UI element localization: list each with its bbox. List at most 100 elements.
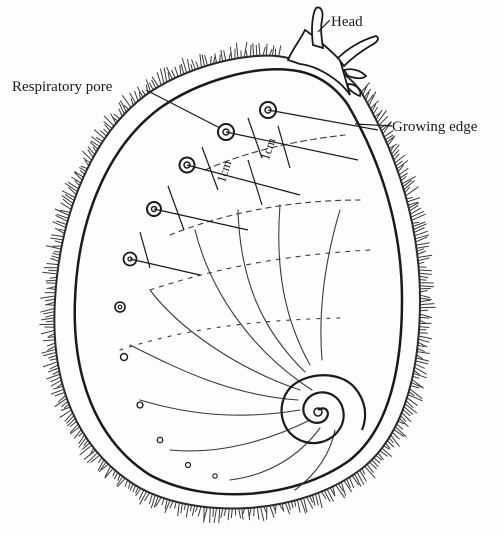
scale-label-2: 1cm bbox=[257, 136, 278, 162]
fringe-tentacle bbox=[361, 83, 369, 93]
fringe-tentacle bbox=[224, 508, 226, 516]
fringe-tentacle bbox=[275, 505, 276, 514]
fringe-tentacle bbox=[149, 494, 152, 504]
fringe-tentacle bbox=[316, 494, 319, 506]
fringe-tentacle bbox=[88, 150, 94, 158]
fringe-tentacle bbox=[52, 222, 66, 228]
fringe-tentacle bbox=[47, 264, 59, 265]
pore-7 bbox=[121, 354, 128, 361]
fringe-tentacle bbox=[84, 450, 96, 459]
fringe-tentacle bbox=[413, 224, 426, 230]
fringe-tentacle bbox=[46, 280, 57, 281]
fringe-tentacle bbox=[214, 508, 217, 523]
fringe-tentacle bbox=[416, 243, 430, 245]
fringe-tentacle bbox=[261, 507, 264, 521]
fringe-tentacle bbox=[327, 489, 333, 502]
fringe-tentacle bbox=[418, 258, 430, 261]
fringe-tentacle bbox=[420, 317, 430, 318]
fringe-tentacle bbox=[50, 359, 57, 361]
fringe-tentacle bbox=[215, 54, 217, 63]
fringe-tentacle bbox=[251, 45, 252, 57]
fringe-tentacle bbox=[420, 288, 431, 289]
fringe-tentacle bbox=[257, 507, 259, 519]
fringe-tentacle bbox=[178, 503, 180, 517]
fringe-tentacle bbox=[205, 55, 208, 65]
fringe-tentacle bbox=[420, 300, 430, 301]
fringe-tentacle bbox=[313, 495, 316, 506]
fringe-tentacle bbox=[43, 312, 54, 314]
fringe-tentacle bbox=[51, 235, 64, 237]
fringe-tentacle bbox=[412, 214, 426, 220]
fringe-tentacle bbox=[419, 276, 428, 278]
fringe-tentacle bbox=[412, 222, 419, 223]
fringe-tentacle bbox=[417, 251, 425, 254]
fringe-tentacle bbox=[55, 392, 65, 396]
fringe-tentacle bbox=[407, 398, 418, 406]
pore-6 bbox=[115, 302, 125, 312]
fringe-tentacle bbox=[160, 69, 164, 84]
fringe-tentacle bbox=[420, 295, 430, 297]
fringe-tentacle bbox=[418, 255, 433, 257]
fringe-tentacle bbox=[49, 288, 56, 289]
pore-8 bbox=[137, 402, 143, 408]
pore-9 bbox=[157, 437, 163, 443]
fringe-tentacle bbox=[175, 67, 178, 77]
fringe-tentacle bbox=[273, 45, 274, 55]
fringe-tentacle bbox=[253, 43, 254, 56]
fringe-tentacle bbox=[221, 50, 223, 61]
fringe-tentacle bbox=[198, 507, 201, 517]
fringe-tentacle bbox=[224, 50, 226, 60]
fringe-tentacle bbox=[378, 110, 387, 122]
fringe-tentacle bbox=[48, 337, 55, 338]
fringe-tentacle bbox=[40, 296, 55, 298]
fringe-tentacle bbox=[221, 508, 223, 518]
label-head: Head bbox=[331, 14, 363, 30]
fringe-tentacle bbox=[385, 135, 393, 140]
fringe-tentacle bbox=[419, 327, 429, 328]
fringe-tentacle bbox=[266, 44, 267, 56]
fringe-tentacle bbox=[282, 503, 283, 511]
fringe-tentacle bbox=[41, 330, 55, 334]
fringe-tentacle bbox=[213, 508, 214, 517]
fringe-tentacle bbox=[307, 497, 313, 509]
fringe-tentacle bbox=[256, 45, 257, 56]
fringe-tentacle bbox=[130, 93, 136, 103]
fringe-tentacle bbox=[228, 509, 229, 521]
pore-11 bbox=[213, 474, 217, 478]
fringe-tentacle bbox=[133, 485, 136, 492]
fringe-tentacle bbox=[417, 349, 424, 352]
fringe-tentacle bbox=[52, 256, 60, 259]
fringe-tentacle bbox=[259, 43, 260, 56]
fringe-tentacle bbox=[135, 91, 138, 101]
fringe-tentacle bbox=[50, 238, 63, 240]
fringe-tentacle bbox=[417, 246, 429, 248]
fringe-tentacle bbox=[43, 340, 55, 341]
fringe-tentacle bbox=[402, 413, 411, 422]
fringe-tentacle bbox=[140, 491, 147, 504]
fringe-tentacle bbox=[419, 270, 432, 271]
fringe-tentacle bbox=[239, 508, 241, 518]
fringe-tentacle bbox=[170, 501, 174, 508]
fringe-tentacle bbox=[175, 502, 177, 509]
fringe-tentacle bbox=[46, 321, 54, 322]
fringe-tentacle bbox=[43, 352, 57, 356]
fringe-tentacle bbox=[219, 508, 220, 523]
fringe-tentacle bbox=[105, 124, 111, 131]
fringe-tentacle bbox=[43, 272, 58, 274]
fringe-tentacle bbox=[318, 493, 322, 508]
fringe-tentacle bbox=[397, 161, 408, 169]
fringe-tentacle bbox=[288, 502, 290, 510]
fringe-tentacle bbox=[298, 500, 301, 513]
fringe-tentacle bbox=[125, 480, 128, 486]
fringe-tentacle bbox=[171, 70, 175, 78]
fringe-tentacle bbox=[146, 85, 148, 94]
fringe-tentacle bbox=[192, 506, 194, 516]
fringe-tentacle bbox=[416, 237, 428, 242]
fringe-tentacle bbox=[114, 114, 120, 119]
fringe-tentacle bbox=[419, 273, 432, 274]
fringe-tentacle bbox=[94, 130, 105, 139]
fringe-tentacle bbox=[47, 343, 55, 346]
fringe-tentacle bbox=[413, 376, 420, 378]
fringe-tentacle bbox=[292, 501, 294, 508]
fringe-tentacle bbox=[188, 59, 190, 72]
